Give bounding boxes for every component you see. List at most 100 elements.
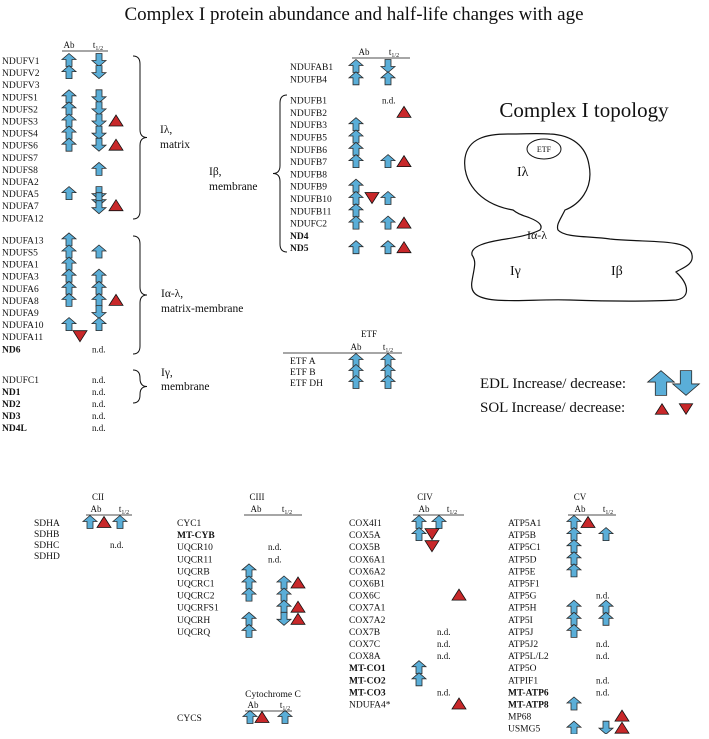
- protein-label: NDUFV1: [2, 57, 40, 67]
- row-uqcrc2: UQCRC2: [177, 587, 293, 602]
- ab-arrow-up: [240, 587, 258, 602]
- row-nd4: ND4: [290, 232, 309, 242]
- half-life-arrow-up: [597, 611, 615, 626]
- civ-t-sub: 1/2: [449, 510, 457, 516]
- ab-arrow-up: [565, 563, 583, 578]
- legend-increase-triangle: [654, 403, 670, 415]
- row-ndufs8: NDUFS8: [2, 161, 108, 176]
- protein-label: COX5B: [349, 543, 380, 553]
- half-life-arrow-up: [90, 268, 108, 283]
- row-mp68: MP68: [508, 709, 630, 723]
- protein-label: NDUFA13: [2, 236, 44, 246]
- ab-arrow-up: [60, 292, 78, 307]
- protein-label: MT-CYB: [177, 531, 215, 541]
- ab-arrow-up: [347, 117, 365, 132]
- half-life-arrow-down: [379, 59, 397, 74]
- protein-label: NDUFA10: [2, 321, 44, 331]
- ab-arrow-up: [60, 268, 78, 283]
- half-life-arrow-down: [90, 137, 108, 152]
- protein-label: UQCR11: [177, 555, 213, 565]
- sol-half-life-triangle-up: [290, 600, 306, 613]
- ab-arrow-up: [240, 623, 258, 638]
- ab-arrow-up: [347, 203, 365, 218]
- cv-title: CV: [574, 492, 587, 502]
- protein-label: SDHC: [34, 541, 59, 551]
- protein-label: NDUFC1: [2, 376, 39, 386]
- row-atp5i: ATP5I: [508, 611, 615, 626]
- half-life-arrow-down: [90, 101, 108, 116]
- ciii-t-sub: 1/2: [284, 510, 292, 516]
- protein-label: NDUFB5: [290, 134, 327, 144]
- nd-label: n.d.: [268, 554, 282, 564]
- protein-label: ETF B: [290, 368, 316, 378]
- etf-ellipse: [526, 138, 562, 160]
- row-atp5d: ATP5D: [508, 551, 583, 566]
- legend-edl-label: EDL Increase/ decrease:: [480, 376, 626, 392]
- protein-label: NDUFV3: [2, 81, 40, 91]
- row-cox6a2: COX6A2: [349, 567, 386, 577]
- protein-label: NDUFS7: [2, 154, 38, 164]
- half-life-arrow-down: [90, 113, 108, 128]
- topology-iy-label: Iγ: [510, 264, 521, 279]
- left-t-header: t1/2: [93, 40, 103, 52]
- row-ndufb9: NDUFB9: [290, 178, 365, 193]
- ab-arrow-up: [60, 317, 78, 332]
- protein-label: COX6A1: [349, 555, 386, 565]
- sol-half-life-triangle-up: [396, 240, 412, 254]
- protein-label: MT-CO1: [349, 664, 386, 674]
- nd-label: n.d.: [596, 639, 610, 649]
- row-cyc1: CYC1: [177, 519, 202, 529]
- bracket-i-alpha-lambda-label: Iα-λ,: [161, 288, 183, 300]
- cycs-ab-header: Ab: [248, 700, 259, 710]
- row-cox6a1: COX6A1: [349, 555, 386, 565]
- ab-arrow-up: [565, 611, 583, 626]
- half-life-arrow-up: [90, 292, 108, 307]
- half-life-arrow-up: [276, 709, 294, 724]
- protein-label: ND4L: [2, 424, 27, 434]
- row-cox7a2: COX7A2: [349, 616, 386, 626]
- row-ndufab1: NDUFAB1: [290, 58, 397, 74]
- bracket-i-beta-label-2: membrane: [209, 181, 258, 193]
- protein-label: MT-CO3: [349, 688, 386, 698]
- row-ndufa8: NDUFA8: [2, 292, 124, 307]
- row-ndufb2: NDUFB2: [290, 105, 412, 119]
- ab-arrow-up: [565, 551, 583, 566]
- cii-ab-header: Ab: [91, 504, 102, 514]
- half-life-arrow-up: [379, 190, 397, 205]
- protein-label: NDUFB11: [290, 207, 332, 217]
- protein-label: UQCRFS1: [177, 604, 219, 614]
- protein-label: NDUFAB1: [290, 63, 333, 73]
- ab-arrow-up: [347, 129, 365, 144]
- cycs-t-header: t1/2: [280, 700, 290, 712]
- ab-arrow-up: [565, 514, 583, 529]
- figure-title: Complex I protein abundance and half-lif…: [125, 4, 584, 25]
- protein-label: UQCRC2: [177, 592, 215, 602]
- civ-title: CIV: [417, 492, 433, 502]
- row-mt-co2: MT-CO2: [349, 672, 428, 686]
- protein-label: NDUFS3: [2, 118, 38, 128]
- ndufb-ab-header: Ab: [359, 47, 370, 57]
- ab-arrow-up: [81, 514, 99, 529]
- civ-ab-header: Ab: [419, 504, 430, 514]
- row-ndufa1: NDUFA1: [2, 256, 78, 271]
- protein-label: NDUFA5: [2, 190, 39, 200]
- sol-half-life-triangle-up: [108, 293, 124, 306]
- row-ndufs4: NDUFS4: [2, 125, 108, 140]
- protein-label: UQCRQ: [177, 628, 210, 638]
- protein-label: NDUFS6: [2, 142, 38, 152]
- row-cox7a1: COX7A1: [349, 604, 386, 614]
- half-life-arrow-down: [275, 611, 293, 626]
- ab-arrow-up: [60, 280, 78, 295]
- bracket-i-lambda: [132, 55, 148, 220]
- ab-arrow-up: [60, 89, 78, 104]
- sol-ab-triangle-up: [580, 515, 596, 528]
- protein-label: NDUFB1: [290, 97, 327, 107]
